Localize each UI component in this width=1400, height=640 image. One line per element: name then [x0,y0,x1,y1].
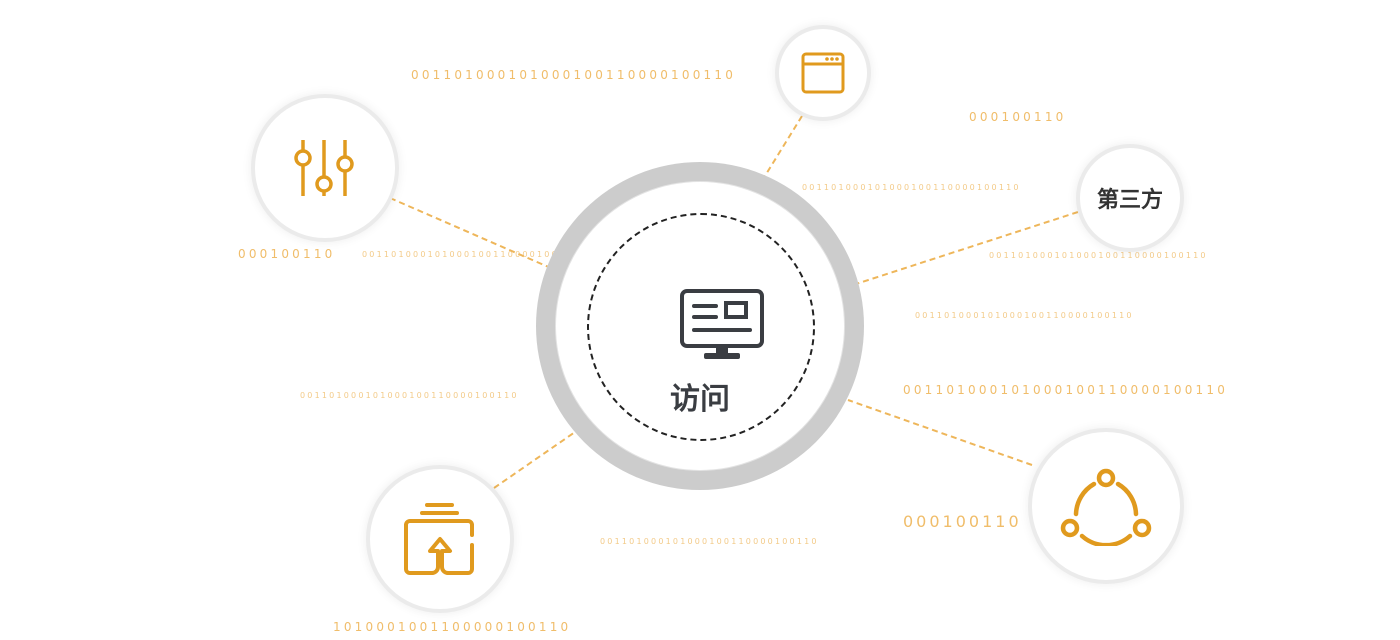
node-upload[interactable] [366,465,514,613]
connector-browser [759,115,803,185]
access-hub[interactable]: 访问 [536,162,864,490]
third-party-label: 第三方 [1096,188,1163,213]
binary-text: 001101000101000100110000100110 [802,183,1021,192]
connector-third-party [855,211,1079,285]
binary-text: 000100110 [238,247,336,261]
binary-text: 001101000101000100110000100110 [903,383,1229,397]
hub-inner-circle: 访问 [556,182,844,470]
sliders-icon [294,140,354,196]
upload-stack-icon [404,503,474,575]
binary-text: 001101000101000100110000100110 [300,391,519,400]
node-network[interactable] [1028,428,1184,584]
binary-text: 001101000101000100110000100110 [989,251,1208,260]
binary-text: 001101000101000100110000100110 [600,537,819,546]
share-network-icon [1060,468,1152,546]
connector-upload [493,429,579,489]
connector-network [847,399,1033,466]
binary-text: 001101000101000100110000100110 [411,68,737,82]
monitor-icon [680,289,764,359]
hub-label: 访问 [670,382,730,417]
binary-text: 001101000101000100110000100110 [915,311,1134,320]
binary-text: 000100110 [969,110,1067,124]
browser-window-icon [801,52,845,94]
node-third-party[interactable]: 第三方 [1076,144,1184,252]
binary-text: 1010001001100000100110 [333,620,572,634]
binary-text: 000100110 [903,512,1022,531]
node-sliders[interactable] [251,94,399,242]
connector-sliders [389,197,561,273]
hub-dashed-ring [587,213,815,441]
binary-text: 001101000101000100110000100110 [362,250,581,259]
node-browser[interactable] [775,25,871,121]
